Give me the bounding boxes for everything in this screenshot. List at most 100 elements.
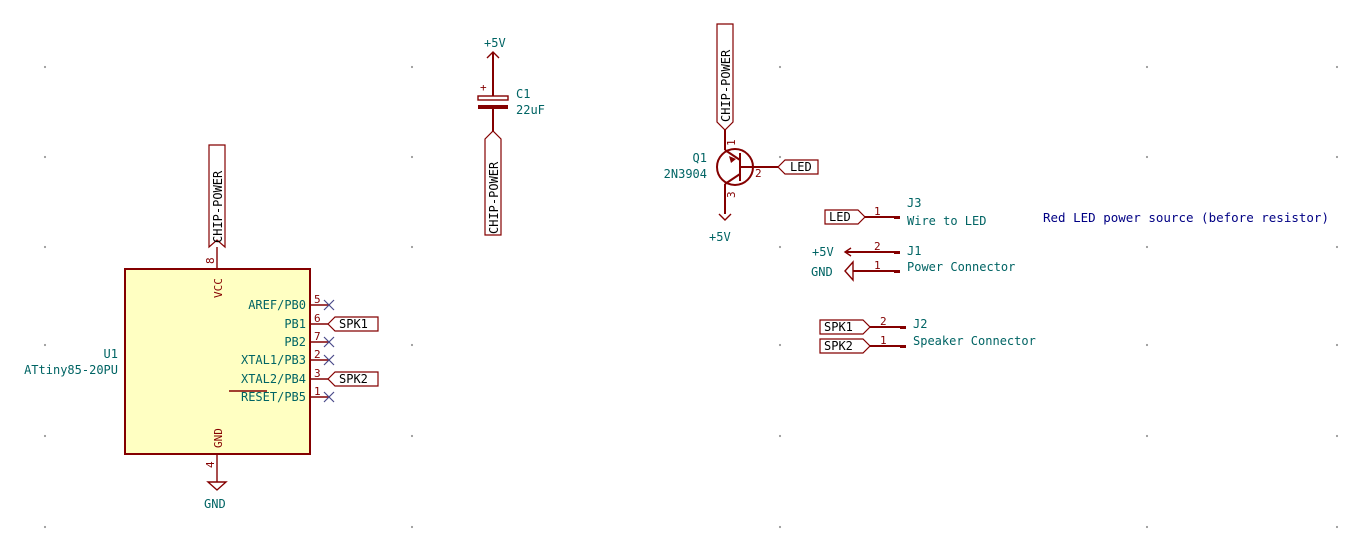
grid-dot [778, 65, 782, 69]
grid-dot [410, 434, 414, 438]
u1-attiny85[interactable]: 8 VCC CHIP-POWER 4 GND GND 5AREF/PB06PB1… [24, 144, 335, 511]
j1-value: Power Connector [907, 260, 1015, 274]
c1-plus5v-label: +5V [484, 36, 506, 50]
grid-dot [43, 525, 47, 529]
spk2-label-j2-text: SPK2 [824, 339, 853, 353]
j1-pin1-number: 1 [874, 259, 881, 272]
no-connect-marker [323, 336, 335, 348]
j2-connector[interactable]: SPK1 2 SPK2 1 J2 Speaker Connector [819, 315, 1036, 354]
j1-connector[interactable]: +5V 2 GND 1 J1 Power Connector [811, 240, 1015, 282]
j3-ref: J3 [907, 196, 921, 210]
grid-dot [1145, 434, 1149, 438]
u1-pin-name: PB1 [284, 317, 306, 331]
c1-ref: C1 [516, 87, 530, 101]
grid-dot [1145, 65, 1149, 69]
u1-ref: U1 [104, 347, 118, 361]
c1-capacitor[interactable]: +5V + C1 22uF CHIP-POWER [477, 36, 545, 236]
j3-connector[interactable]: LED 1 J3 Wire to LED [824, 196, 986, 228]
grid-dot [778, 155, 782, 159]
u1-pin-number: 6 [314, 312, 321, 325]
grid-dot [1335, 245, 1339, 249]
grid-dot [43, 343, 47, 347]
u1-pin-number: 3 [314, 367, 321, 380]
chip-power-label-c1-text: CHIP-POWER [487, 161, 501, 234]
j1-gnd-label: GND [811, 265, 833, 279]
grid-dot [410, 65, 414, 69]
grid-dot [410, 245, 414, 249]
plus5v-symbol-q1 [718, 213, 732, 221]
spk2-label-j2 [819, 338, 871, 354]
gnd-symbol-u1 [206, 481, 228, 491]
q1-plus5v-label: +5V [709, 230, 731, 244]
gnd-label-u1: GND [204, 497, 226, 511]
q1-pin1-number: 1 [725, 139, 738, 146]
gnd-symbol-j1 [844, 260, 854, 282]
u1-pin-number: 5 [314, 293, 321, 306]
grid-dot [43, 434, 47, 438]
no-connect-marker [323, 391, 335, 403]
j3-pin-number: 1 [874, 205, 881, 218]
q1-emitter-arrow [729, 156, 736, 163]
spk1-label-j2 [819, 319, 871, 335]
led-label-j3-text: LED [829, 210, 851, 224]
u1-pin-name: XTAL1/PB3 [241, 353, 306, 367]
chip-power-label-q1-text: CHIP-POWER [719, 49, 733, 122]
q1-value: 2N3904 [664, 167, 707, 181]
c1-negative-plate [478, 105, 508, 109]
chip-power-label-u1 [208, 144, 226, 249]
grid-dot [1145, 155, 1149, 159]
q1-transistor[interactable]: CHIP-POWER 1 2 3 +5V Q1 2N3904 LED [664, 23, 819, 244]
j1-ref: J1 [907, 244, 921, 258]
grid-dot [1335, 434, 1339, 438]
grid-dot [43, 155, 47, 159]
grid-dot [43, 245, 47, 249]
grid-dot [43, 65, 47, 69]
grid-dot [1335, 343, 1339, 347]
j1-plus5v-label: +5V [812, 245, 834, 259]
grid-dot [410, 343, 414, 347]
grid-dot [1335, 525, 1339, 529]
q1-ref: Q1 [693, 151, 707, 165]
grid-dot [1335, 65, 1339, 69]
svg-text:SPK2: SPK2 [339, 372, 368, 386]
chip-power-label-u1-text: CHIP-POWER [211, 170, 225, 243]
spk2-label-u1: SPK2 [327, 371, 379, 387]
j3-value: Wire to LED [907, 214, 986, 228]
svg-text:SPK1: SPK1 [339, 317, 368, 331]
grid-dot [410, 155, 414, 159]
u1-gnd-pin-number: 4 [204, 461, 217, 468]
j2-pin2-number: 2 [880, 315, 887, 328]
j2-ref: J2 [913, 317, 927, 331]
chip-power-label-q1 [716, 23, 734, 131]
led-label-q1 [777, 159, 819, 175]
c1-value: 22uF [516, 103, 545, 117]
j1-pin2-number: 2 [874, 240, 881, 253]
u1-pin-name: XTAL2/PB4 [241, 372, 306, 386]
grid-dot [778, 434, 782, 438]
grid-dot [1145, 343, 1149, 347]
u1-gnd-pin-name: GND [212, 428, 225, 448]
chip-power-label-c1 [484, 130, 502, 236]
grid-dot [778, 525, 782, 529]
j2-value: Speaker Connector [913, 334, 1036, 348]
sheet-grid [43, 65, 1339, 529]
grid-dot [1335, 155, 1339, 159]
c1-positive-plate [477, 95, 509, 101]
led-label-j3 [824, 209, 866, 225]
u1-vcc-pin-number: 8 [204, 257, 217, 264]
u1-body [124, 268, 311, 455]
u1-pin-name: PB2 [284, 335, 306, 349]
no-connect-marker [323, 299, 335, 311]
grid-dot [778, 343, 782, 347]
spk1-label-u1: SPK1 [327, 316, 379, 332]
j2-pin1-number: 1 [880, 334, 887, 347]
spk1-label-j2-text: SPK1 [824, 320, 853, 334]
grid-dot [1145, 245, 1149, 249]
q1-pin3-number: 3 [725, 191, 738, 198]
u1-pin-name: AREF/PB0 [248, 298, 306, 312]
no-connect-marker [323, 354, 335, 366]
led-label-q1-text: LED [790, 160, 812, 174]
c1-polarity: + [480, 81, 487, 94]
u1-pin-number: 2 [314, 348, 321, 361]
